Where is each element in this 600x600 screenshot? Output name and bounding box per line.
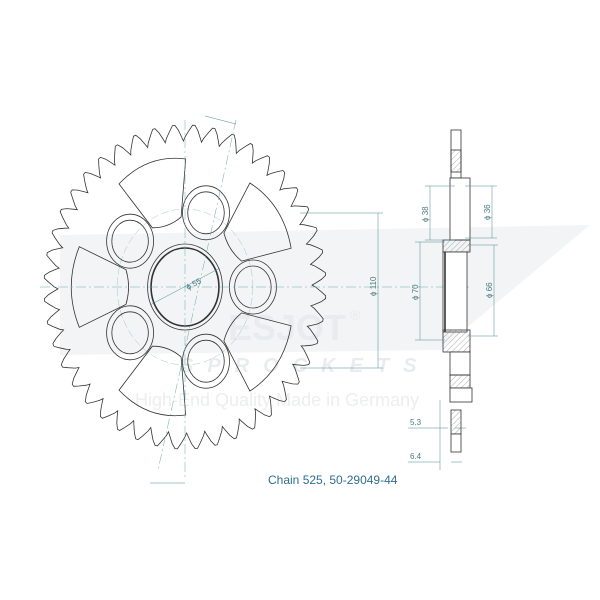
sprocket-side-view [442,129,473,453]
dim-d66: ϕ 66 [485,282,494,298]
dim-d36: ϕ 36 [483,204,492,220]
dim-width-53: 5.3 [410,418,422,427]
bolt-hole-ring [182,185,230,241]
dim-d38: ϕ 38 [421,206,430,222]
dim-width-64: 6.4 [410,452,422,461]
watermark-sub: SPROCKETS [180,355,430,377]
bolt-hole [187,339,225,383]
lightening-cutout [118,157,187,229]
bolt-hole-ring [106,305,154,361]
center-lines [40,119,470,480]
lightening-cutout [223,182,292,262]
dim-pcd: ϕ 110 [369,276,378,296]
watermark-logo: ESJOT ® SPROCKETS High-End Quality Made … [60,225,590,410]
chain-caption: Chain 525, 50-29049-44 [268,473,398,487]
lightening-cutout [223,312,292,392]
watermark-reg: ® [350,307,361,323]
dimension-lines [149,115,498,484]
lightening-cutout [118,345,187,417]
bolt-hole-ring [182,333,230,389]
bolt-hole [187,191,225,235]
dim-d70: ϕ 70 [411,284,420,300]
bolt-hole-ring [106,213,154,269]
lightening-cutout [70,246,129,328]
bolt-hole [111,311,149,355]
watermark-tagline: High-End Quality Made in Germany [135,390,419,410]
bolt-hole [111,219,149,263]
